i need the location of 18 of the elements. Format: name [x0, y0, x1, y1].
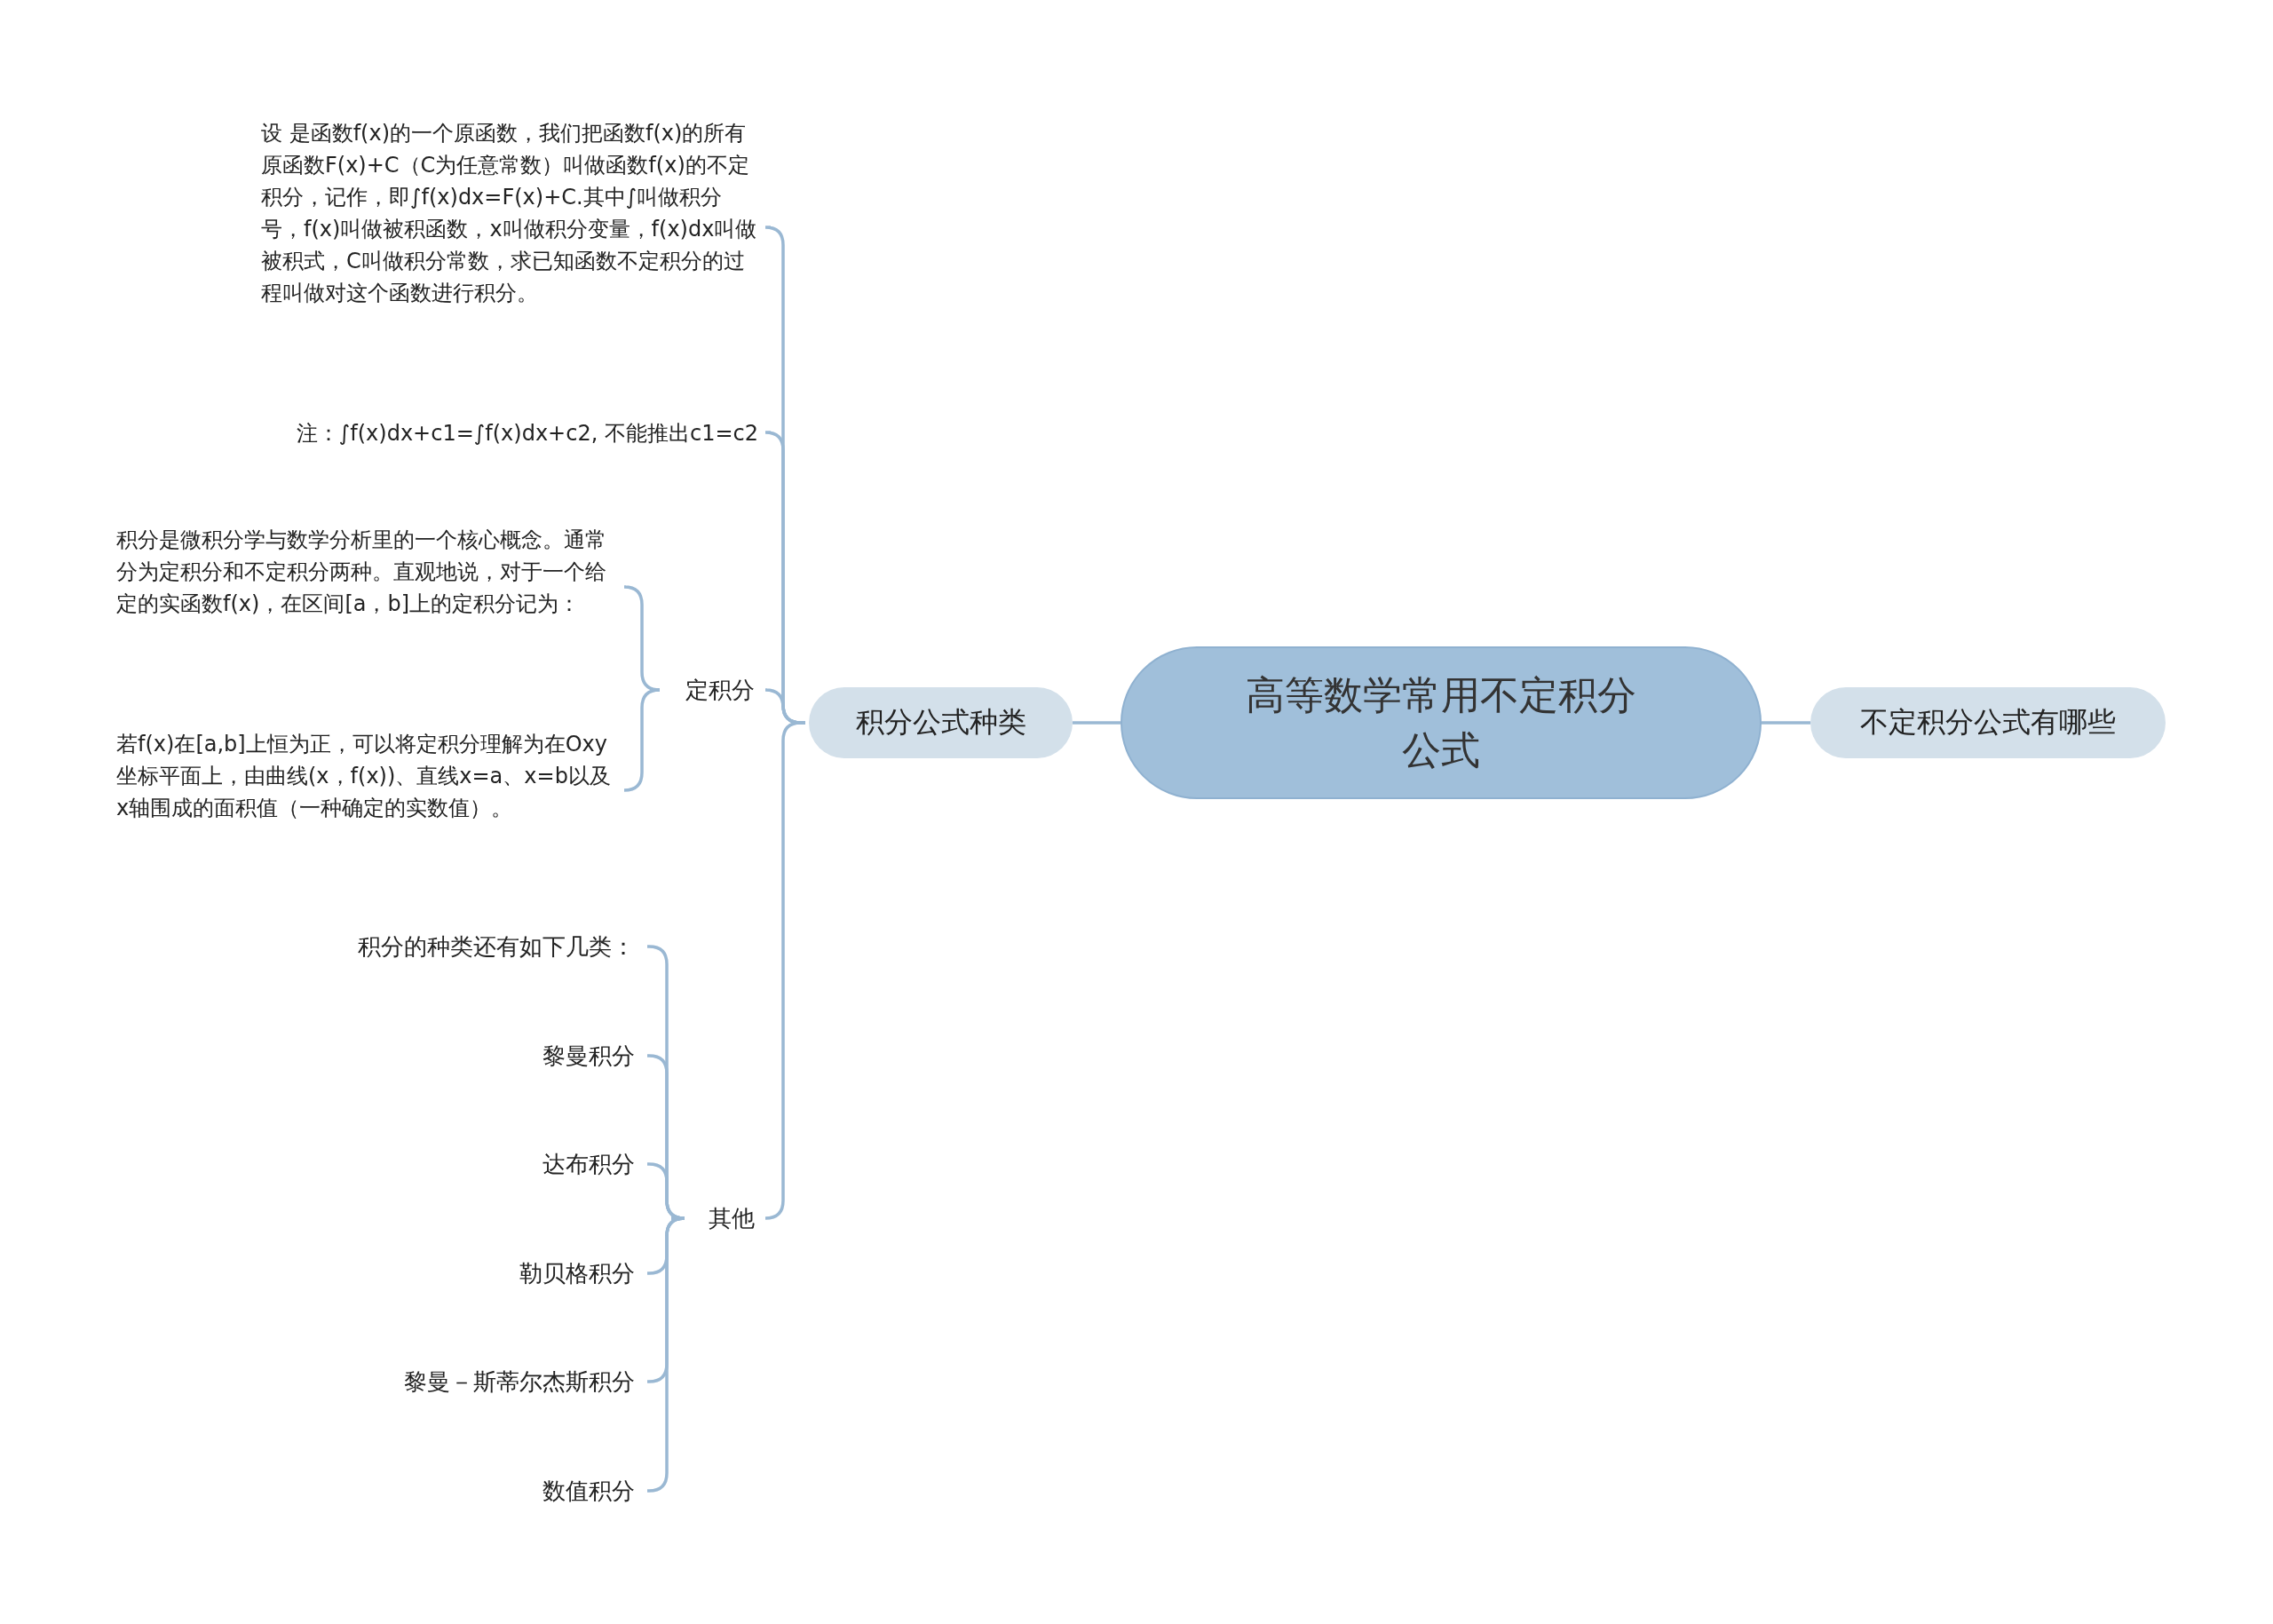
connector — [1073, 721, 1121, 725]
list-item-text: 黎曼积分 — [400, 1040, 635, 1072]
note-text: 注：∫f(x)dx+c1=∫f(x)dx+c2, 不能推出c1=c2 — [257, 417, 758, 449]
list-item-text: 勒贝格积分 — [355, 1257, 635, 1289]
connector — [764, 721, 805, 1220]
branch-label: 定积分 — [657, 674, 755, 706]
topic-bubble: 不定积分公式有哪些 — [1810, 687, 2166, 758]
list-item-text: 积分的种类还有如下几类： — [311, 931, 635, 963]
paragraph-text: 若f(x)在[a,b]上恒为正，可以将定积分理解为在Oxy坐标平面上，由曲线(x，f(x))、直线x=a、x=b以及x轴围成的面积值（一种确定的实数值）。 — [116, 728, 614, 856]
list-item-text: 达布积分 — [400, 1148, 635, 1180]
list-item-text: 黎曼－斯蒂尔杰斯积分 — [311, 1366, 635, 1398]
paragraph-text: 设 是函数f(x)的一个原函数，我们把函数f(x)的所有原函数F(x)+C（C为任意常数）叫做函数f(x)的不定积分，记作，即∫f(x)dx=F(x)+C.其中∫叫做积分号，f(x)叫做被积函数，x叫做积分变量，f(x)dx叫做被积式，C叫做积分常数，求已知函数不定积分的过程叫做对这个函数进行积分。 — [261, 117, 758, 345]
branch-label: 其他 — [675, 1202, 755, 1234]
topic-bubble: 积分公式种类 — [809, 687, 1073, 758]
central-topic: 高等数学常用不定积分公式 — [1121, 646, 1762, 799]
list-item-text: 数值积分 — [400, 1475, 635, 1507]
paragraph-text: 积分是微积分学与数学分析里的一个核心概念。通常分为定积分和不定积分两种。直观地说，对于一个给定的实函数f(x)，在区间[a，b]上的定积分记为： — [116, 524, 614, 652]
connector — [1762, 721, 1810, 725]
